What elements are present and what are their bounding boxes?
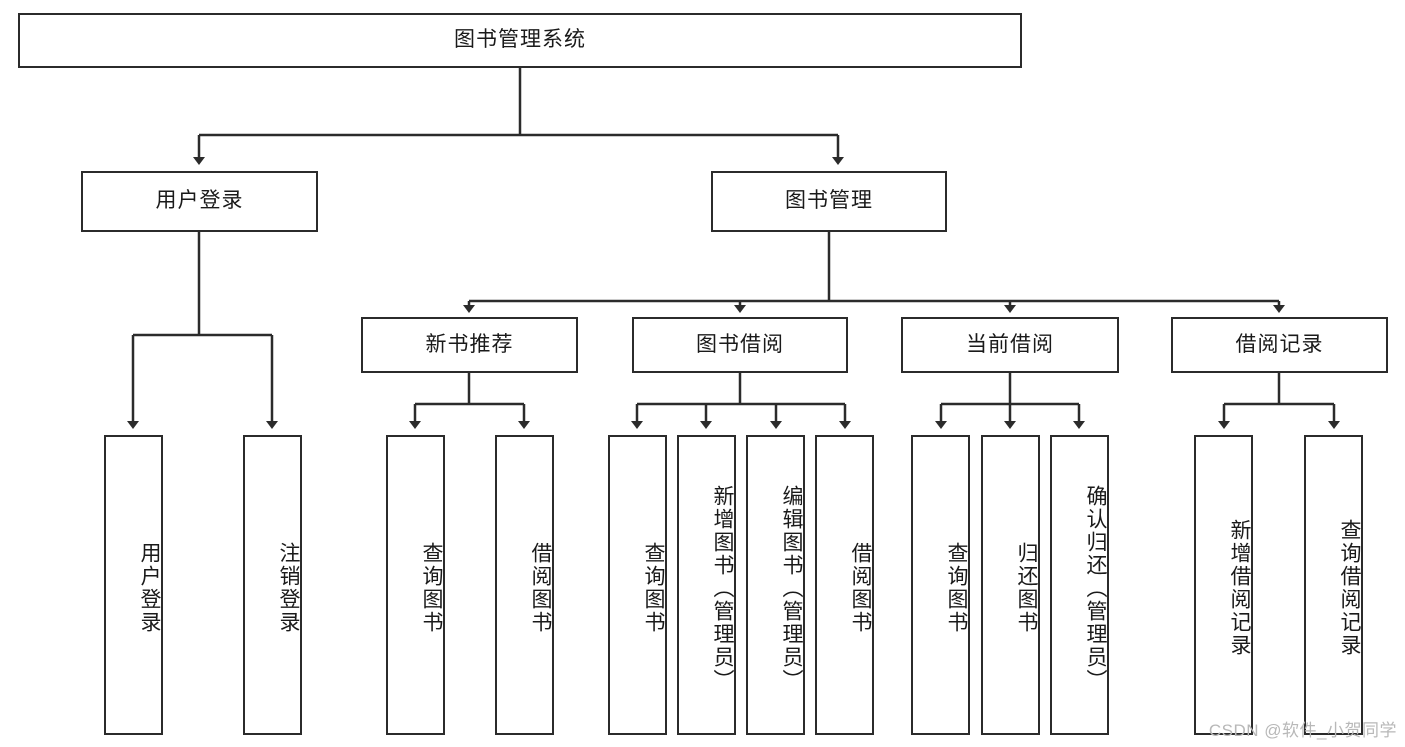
node-new-book-recommend-label: 新书推荐 [425,332,514,356]
node-user-login-label: 用户登录 [155,189,244,213]
node-borrow-record[interactable]: 借阅记录 [1171,317,1388,373]
node-book-borrow[interactable]: 图书借阅 [632,317,848,373]
leaf-label: 用户登录 [138,542,161,634]
leaf-current-borrow-1[interactable]: 查询图书 [911,435,970,735]
leaf-current-borrow-2[interactable]: 归还图书 [981,435,1040,735]
leaf-user-login-2[interactable]: 注销登录 [243,435,302,735]
leaf-new-book-2[interactable]: 借阅图书 [495,435,554,735]
node-root-label: 图书管理系统 [454,28,586,52]
node-user-login[interactable]: 用户登录 [81,171,318,232]
watermark: CSDN @软件_小贺同学 [1208,721,1397,740]
node-book-borrow-label: 图书借阅 [696,332,784,356]
node-root[interactable]: 图书管理系统 [18,13,1022,68]
leaf-user-login-1[interactable]: 用户登录 [104,435,163,735]
node-borrow-record-label: 借阅记录 [1235,332,1324,356]
leaf-book-borrow-2[interactable]: 新增图书（管理员） [677,435,736,735]
leaf-new-book-1[interactable]: 查询图书 [386,435,445,735]
leaf-book-borrow-1[interactable]: 查询图书 [608,435,667,735]
node-new-book-recommend[interactable]: 新书推荐 [361,317,578,373]
leaf-label: 借阅图书 [529,542,552,634]
node-current-borrow-label: 当前借阅 [966,332,1054,356]
leaf-label: 借阅图书 [849,542,872,634]
leaf-label: 查询借阅记录 [1338,519,1361,657]
leaf-book-borrow-3[interactable]: 编辑图书（管理员） [746,435,805,735]
leaf-current-borrow-3[interactable]: 确认归还（管理员） [1050,435,1109,735]
leaf-label: 归还图书 [1015,542,1038,634]
leaf-borrow-record-2[interactable]: 查询借阅记录 [1304,435,1363,735]
node-book-management[interactable]: 图书管理 [711,171,947,232]
node-current-borrow[interactable]: 当前借阅 [901,317,1119,373]
leaf-book-borrow-4[interactable]: 借阅图书 [815,435,874,735]
leaf-label: 查询图书 [945,542,968,634]
leaf-label: 查询图书 [420,542,443,634]
leaf-label: 查询图书 [642,542,665,634]
leaf-label: 注销登录 [277,542,300,634]
leaf-label: 确认归还（管理员） [1084,484,1107,692]
leaf-label: 编辑图书（管理员） [780,484,803,692]
leaf-borrow-record-1[interactable]: 新增借阅记录 [1194,435,1253,735]
leaf-label: 新增图书（管理员） [711,484,734,692]
node-book-management-label: 图书管理 [785,189,873,213]
leaf-label: 新增借阅记录 [1228,519,1251,657]
